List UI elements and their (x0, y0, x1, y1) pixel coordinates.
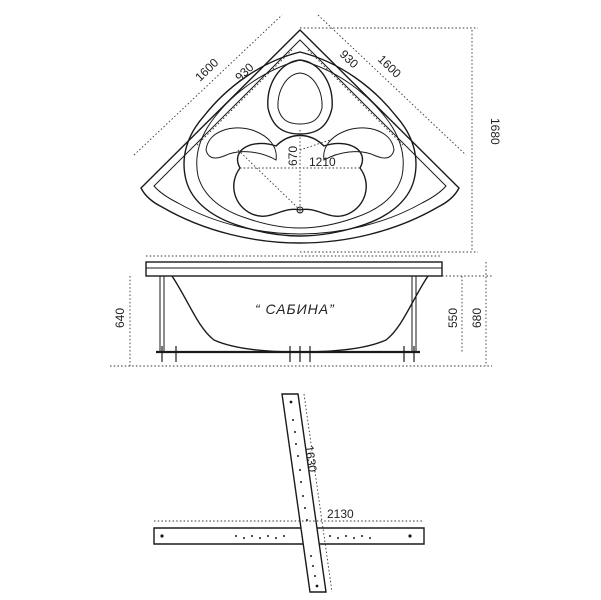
dim-line-left-inner (196, 49, 293, 146)
frame-holes-vertical (289, 400, 319, 588)
dim-text-left-outer: 1600 (192, 55, 221, 84)
dim-text-side-right-outer: 680 (470, 308, 484, 328)
top-view: 1600 930 930 1600 670 1210 1680 (133, 14, 502, 253)
dim-text-left-inner: 930 (232, 60, 256, 84)
dim-text-width: 1210 (309, 155, 336, 169)
tub-rim-inner (153, 39, 447, 235)
dim-line-frame-vertical (303, 393, 333, 593)
dim-line-right-outer (317, 14, 467, 156)
frame-horizontal-bar (153, 527, 425, 545)
drain (296, 206, 304, 214)
seat-right (323, 127, 395, 161)
headrest-inner (277, 72, 323, 125)
product-title: “ САБИНА” (255, 301, 335, 317)
tub-bowl-inner (196, 59, 404, 229)
basin (233, 134, 367, 217)
dim-text-right-outer: 1600 (375, 52, 404, 81)
tub-bowl (183, 51, 417, 237)
feet (161, 346, 415, 362)
dim-text-depth: 670 (286, 146, 300, 166)
dim-text-height: 1680 (488, 118, 502, 145)
dim-text-side-left: 640 (113, 308, 127, 328)
dim-text-side-right-inner: 550 (446, 308, 460, 328)
dim-line-diagonal-b (299, 139, 331, 151)
dim-text-frame-horizontal: 2130 (327, 507, 354, 521)
seat-left (205, 127, 277, 161)
dim-text-frame-vertical: 1630 (302, 444, 320, 473)
side-view: 640 “ САБИНА” 550 680 (110, 255, 492, 367)
frame-vertical-bar (281, 393, 327, 593)
tub-rim (145, 261, 443, 277)
headrest (267, 59, 333, 135)
tub-outer-contour (140, 29, 460, 244)
dim-line-left-outer (133, 14, 283, 156)
frame-view: 1630 2130 (153, 393, 425, 593)
frame-holes-horizontal (160, 534, 412, 539)
dim-line-right-inner (307, 49, 404, 146)
